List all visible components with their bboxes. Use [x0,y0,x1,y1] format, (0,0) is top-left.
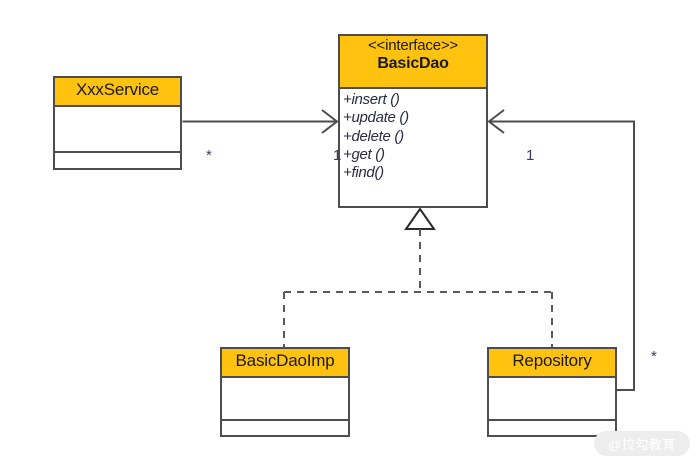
class-operations-repository [489,421,615,435]
operation-insert: +insert () [343,91,400,108]
class-name-basic-dao-imp: BasicDaoImp [235,351,335,370]
multiplicity-dao-right-side: 1 [526,147,535,164]
association-service-to-dao [182,109,339,134]
operation-get: +get () [343,145,385,163]
watermark: @拉勾教育 [594,431,690,456]
class-name-repository: Repository [512,351,592,370]
watermark-text: @拉勾教育 [608,437,676,452]
class-box-basic-dao[interactable]: <<interface>> BasicDao +insert () +updat… [338,34,488,208]
multiplicity-repository-side: * [651,348,657,365]
class-box-xxx-service[interactable]: XxxService [53,76,182,170]
class-operations-basic-dao: +insert () +update () +delete () +get ()… [340,89,486,206]
multiplicity-dao-left-side: 1 [333,147,342,164]
class-stereotype-basic-dao: <<interface>> [368,37,458,54]
class-header-xxx-service: XxxService [55,78,180,107]
inheritance-triangle [404,207,436,230]
class-header-repository: Repository [489,349,615,378]
operation-update: +update () [343,109,409,127]
class-operations-basic-dao-imp [222,421,348,435]
realization-tree [283,207,553,347]
class-attributes-xxx-service [55,107,180,153]
class-header-basic-dao-imp: BasicDaoImp [222,349,348,378]
operation-find: +find() [343,164,384,182]
class-operations-xxx-service [55,153,180,168]
class-box-basic-dao-imp[interactable]: BasicDaoImp [220,347,350,437]
multiplicity-service-side: * [206,147,212,164]
class-name-xxx-service: XxxService [75,80,160,99]
class-box-repository[interactable]: Repository [487,347,617,437]
class-name-basic-dao: BasicDao [377,54,449,72]
class-attributes-basic-dao-imp [222,378,348,421]
class-header-basic-dao: <<interface>> BasicDao [340,36,486,89]
operation-delete: +delete () [343,127,404,145]
class-attributes-repository [489,378,615,421]
